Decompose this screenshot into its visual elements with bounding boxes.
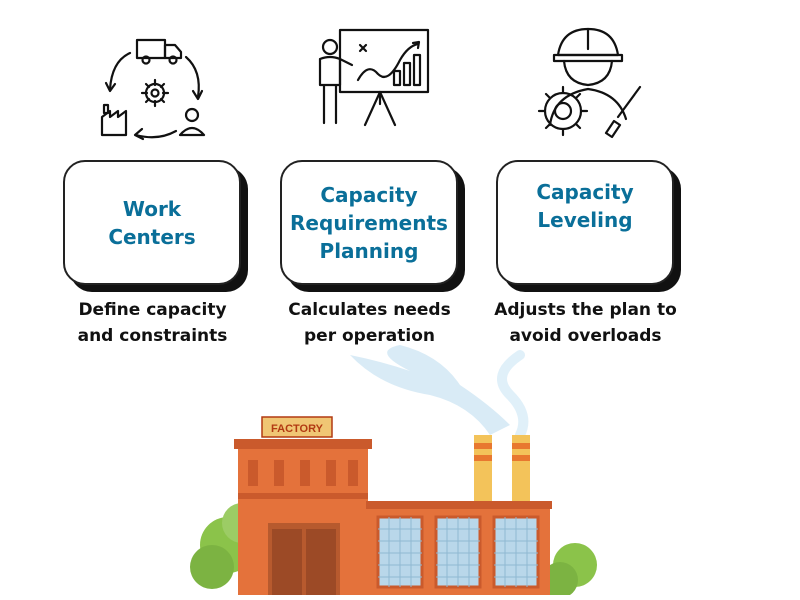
work-centers-description: Define capacity and constraints: [50, 297, 255, 349]
smoke-cloud: [350, 345, 510, 435]
supply-cycle-icon: [100, 38, 206, 141]
card-title: Work Centers: [102, 195, 201, 251]
capacity-requirements-planning-card: Capacity Requirements Planning: [280, 160, 458, 285]
description-line: Define capacity: [78, 300, 227, 320]
chimney-left: [474, 435, 492, 510]
card-title-line: Requirements: [290, 210, 448, 235]
card-title-line: Capacity: [536, 180, 634, 204]
card-title-line: Planning: [319, 238, 419, 263]
description-line: per operation: [304, 326, 435, 346]
card-title-line: Capacity: [320, 182, 418, 207]
card-title-line: Work: [122, 196, 182, 221]
capacity-requirements-planning-description: Calculates needs per operation: [262, 297, 477, 349]
description-line: avoid overloads: [509, 326, 662, 346]
engineer-gear-icon: [537, 27, 642, 139]
description-line: Adjusts the plan to: [494, 300, 677, 320]
card-title-line: Centers: [108, 224, 196, 249]
description-line: and constraints: [77, 326, 228, 346]
description-line: Calculates needs: [288, 300, 451, 320]
chimney-right: [512, 435, 530, 510]
work-centers-card: Work Centers: [63, 160, 241, 285]
factory-windows: [376, 515, 540, 589]
capacity-leveling-description: Adjusts the plan to avoid overloads: [478, 297, 693, 349]
card-title: Capacity Leveling: [530, 178, 639, 234]
factory-sign: [261, 416, 333, 438]
presenter-chart-icon: [318, 28, 430, 127]
card-title-line: Leveling: [537, 208, 633, 232]
factory-illustration: FACTORY: [190, 345, 597, 595]
factory-sign-text: FACTORY: [271, 423, 324, 435]
card-title: Capacity Requirements Planning: [284, 181, 454, 265]
capacity-leveling-card: Capacity Leveling: [496, 160, 674, 285]
